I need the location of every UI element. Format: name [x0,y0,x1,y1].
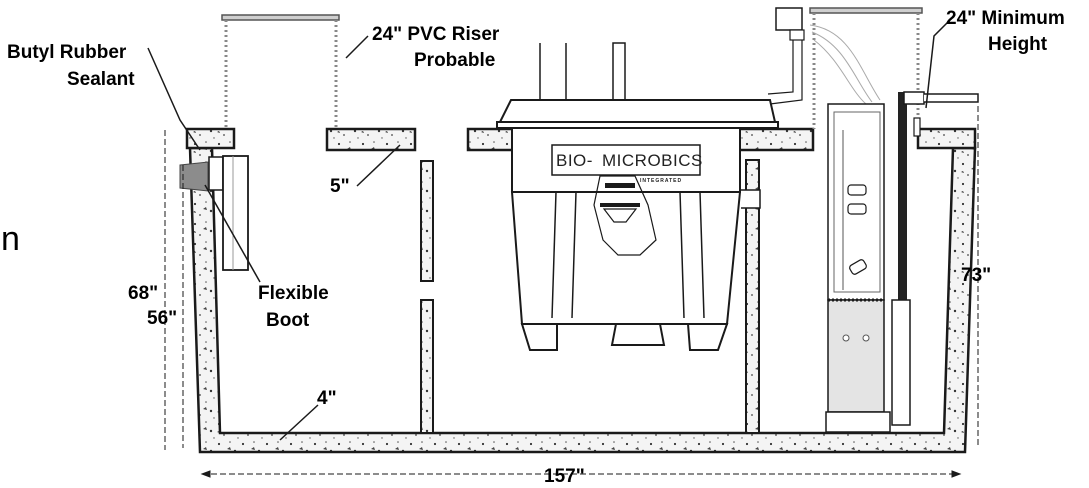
riser-label-line1: 24" PVC Riser [372,24,500,45]
dimension-lines [164,106,979,478]
pump-chamber-equipment [767,7,979,433]
leader-lines [147,14,956,441]
baffle-wall-upper [420,160,434,282]
floor-thickness-label: 4" [317,388,337,409]
cut-letter: n [1,220,20,258]
butyl-label-line2: Sealant [67,69,135,90]
lid-thickness-label: 5" [330,176,350,197]
height-56-label: 56" [147,308,177,329]
butyl-label-line1: Butyl Rubber [7,42,127,63]
minimum-label-line1: 24" Minimum [946,8,1065,29]
lid-slab-right [916,127,977,150]
unit-brand-sub: INTEGRATED [640,178,682,184]
lid-slab-middle [325,127,417,152]
riser-left [221,14,340,129]
baffle-wall-right [745,159,760,434]
overall-length-label: 157" [544,466,585,483]
unit-brand-left: BIO- [556,151,593,170]
flexible-boot [179,161,209,192]
flexible-label-line2: Boot [266,310,310,331]
unit-brand-right: MICROBICS [602,151,703,170]
treatment-unit [496,42,779,351]
height-73-label: 73" [961,265,991,286]
riser-label-line2: Probable [414,50,495,71]
height-68-label: 68" [128,283,158,304]
flexible-label-line1: Flexible [258,283,329,304]
minimum-label-line2: Height [988,34,1048,55]
baffle-wall-lower [420,299,434,434]
inlet-pipe [208,155,249,271]
lid-slab-left [185,127,236,150]
riser-right [809,7,923,129]
